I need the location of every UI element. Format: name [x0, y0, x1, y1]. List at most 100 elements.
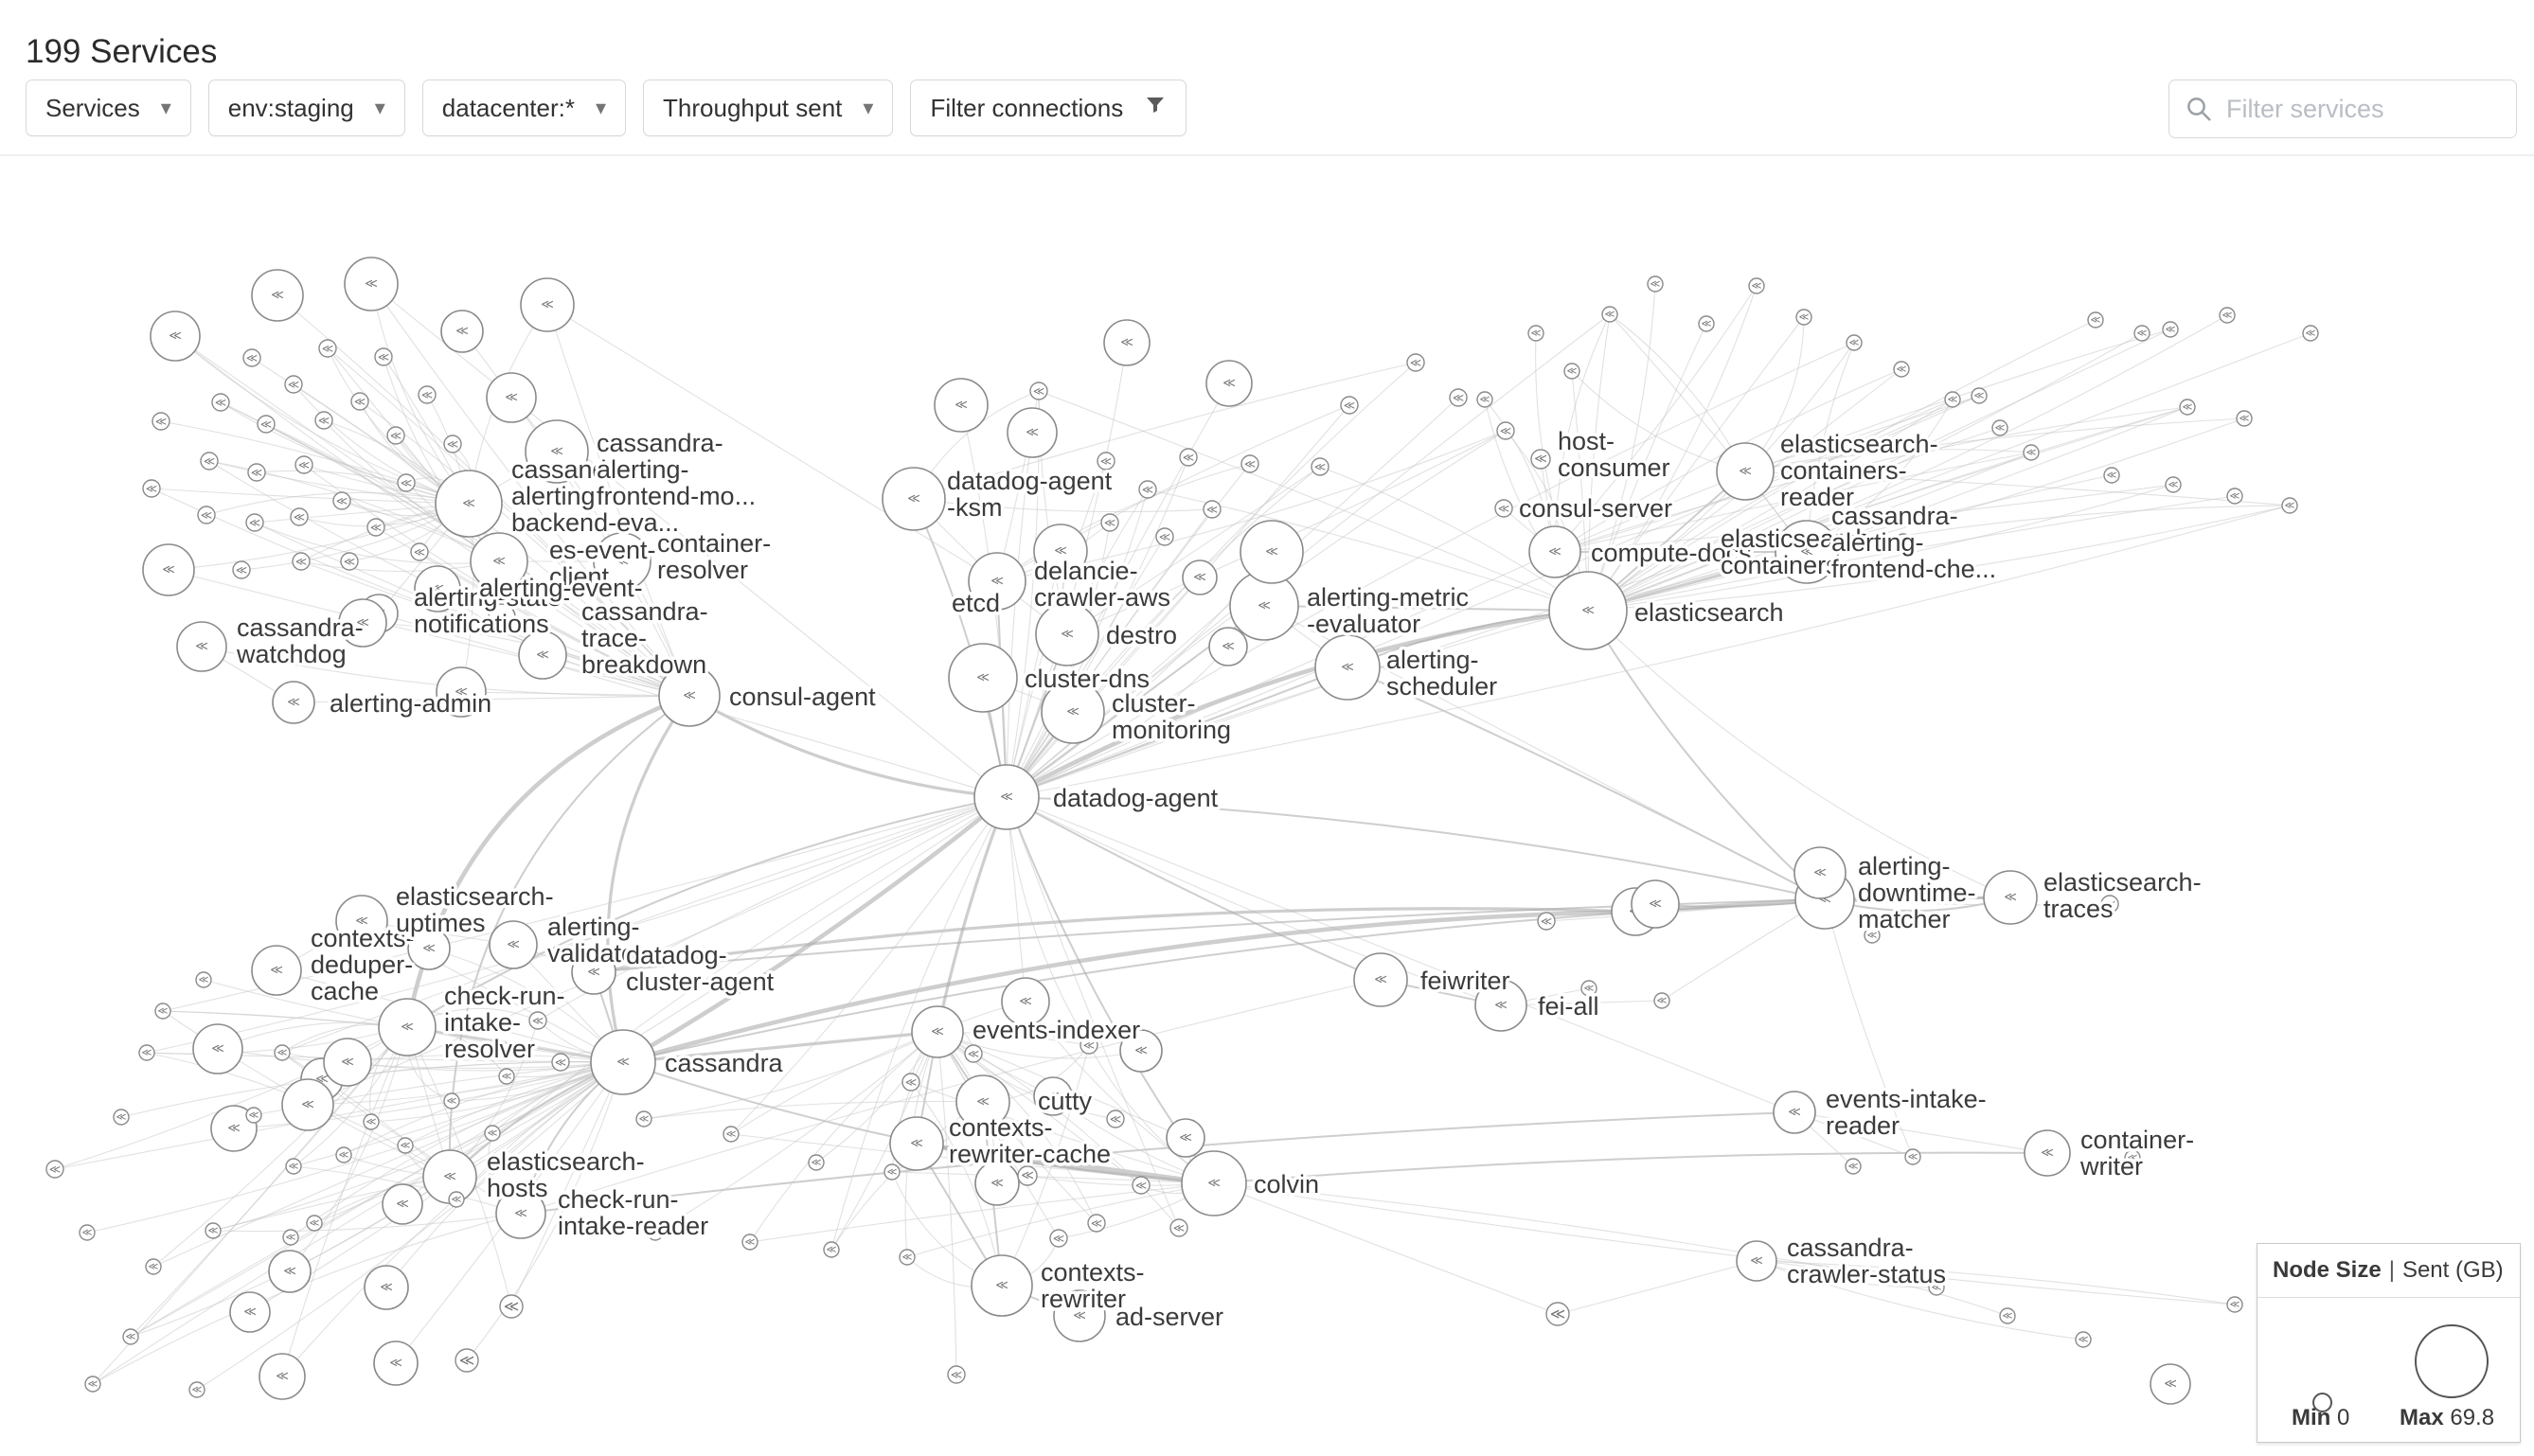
service-node[interactable]: [948, 643, 1018, 713]
service-node[interactable]: [1864, 927, 1881, 944]
service-node[interactable]: [1001, 977, 1050, 1026]
services-dropdown[interactable]: Services ▾: [26, 80, 191, 136]
service-node[interactable]: [318, 339, 337, 358]
service-node[interactable]: [973, 764, 1040, 830]
service-node[interactable]: [340, 552, 359, 571]
service-node[interactable]: [338, 598, 387, 648]
service-node[interactable]: [84, 1376, 101, 1393]
service-node[interactable]: [113, 1109, 130, 1126]
service-node[interactable]: [1449, 388, 1468, 407]
service-node[interactable]: [525, 419, 589, 484]
service-node[interactable]: [486, 372, 537, 423]
service-node[interactable]: [1311, 457, 1329, 476]
service-node[interactable]: [964, 1044, 983, 1063]
service-node[interactable]: [211, 393, 230, 412]
service-node[interactable]: [205, 1222, 222, 1239]
service-node[interactable]: [154, 1003, 171, 1020]
service-node[interactable]: [79, 1224, 96, 1241]
service-node[interactable]: [1169, 1218, 1188, 1237]
service-node[interactable]: [658, 665, 721, 727]
service-node[interactable]: [1240, 520, 1304, 584]
service-node[interactable]: [1580, 980, 1597, 997]
service-node[interactable]: [2024, 1129, 2071, 1177]
service-node[interactable]: [1548, 571, 1628, 650]
service-node[interactable]: [1103, 319, 1151, 366]
service-node[interactable]: [593, 532, 651, 591]
service-node[interactable]: [1601, 306, 1618, 323]
service-node[interactable]: [386, 426, 405, 445]
service-node[interactable]: [397, 473, 416, 492]
service-node[interactable]: [1406, 353, 1425, 372]
service-node[interactable]: [1716, 442, 1775, 501]
service-node[interactable]: [1545, 1302, 1570, 1326]
service-node[interactable]: [2023, 444, 2040, 461]
service-node[interactable]: [1845, 1158, 1862, 1175]
service-node[interactable]: [1041, 680, 1105, 744]
service-node[interactable]: [268, 1250, 312, 1293]
service-node[interactable]: [1053, 1289, 1106, 1342]
service-node[interactable]: [1537, 912, 1556, 931]
service-node[interactable]: [2226, 488, 2243, 505]
service-node[interactable]: [498, 1068, 515, 1085]
service-node[interactable]: [518, 630, 567, 680]
service-node[interactable]: [1528, 525, 1581, 578]
metric-dropdown[interactable]: Throughput sent ▾: [643, 80, 894, 136]
service-node[interactable]: [1132, 1176, 1151, 1195]
service-node[interactable]: [2124, 1149, 2141, 1166]
service-node[interactable]: [1182, 559, 1218, 595]
service-node[interactable]: [407, 927, 451, 970]
service-node[interactable]: [1181, 1150, 1247, 1216]
service-node[interactable]: [1653, 992, 1670, 1009]
service-node[interactable]: [1097, 452, 1115, 471]
service-node[interactable]: [366, 518, 385, 537]
service-node[interactable]: [955, 1074, 1010, 1129]
service-node[interactable]: [1087, 1214, 1106, 1233]
service-node[interactable]: [1100, 513, 1119, 532]
service-node[interactable]: [410, 542, 429, 561]
service-node[interactable]: [373, 1341, 419, 1386]
service-node[interactable]: [590, 1029, 656, 1095]
service-node[interactable]: [1179, 448, 1198, 467]
service-node[interactable]: [2281, 497, 2298, 514]
service-node[interactable]: [947, 1365, 966, 1384]
service-node[interactable]: [1631, 879, 1680, 929]
service-node[interactable]: [247, 463, 266, 482]
service-node[interactable]: [2075, 1331, 2092, 1348]
service-node[interactable]: [1119, 1029, 1163, 1073]
service-node[interactable]: [883, 1163, 901, 1181]
service-node[interactable]: [1080, 1036, 1098, 1055]
service-node[interactable]: [344, 257, 399, 311]
service-node[interactable]: [499, 1294, 524, 1319]
service-node[interactable]: [2236, 410, 2253, 427]
service-node[interactable]: [364, 1265, 409, 1310]
service-node[interactable]: [122, 1328, 139, 1345]
service-node[interactable]: [436, 666, 487, 718]
service-node[interactable]: [647, 1224, 664, 1241]
service-node[interactable]: [200, 452, 219, 471]
service-node[interactable]: [2150, 1363, 2191, 1405]
service-node[interactable]: [306, 1215, 323, 1232]
service-node[interactable]: [2133, 325, 2150, 342]
service-node[interactable]: [397, 1137, 414, 1154]
service-node[interactable]: [1846, 334, 1863, 351]
service-node[interactable]: [294, 455, 313, 474]
env-filter-dropdown[interactable]: env:staging ▾: [207, 80, 405, 136]
service-node[interactable]: [188, 1381, 205, 1398]
service-node[interactable]: [443, 1092, 460, 1110]
service-node[interactable]: [551, 1053, 570, 1072]
service-node[interactable]: [2103, 467, 2120, 484]
service-node[interactable]: [1476, 391, 1493, 408]
service-node[interactable]: [484, 1125, 501, 1142]
service-node[interactable]: [284, 375, 303, 394]
service-node[interactable]: [2226, 1296, 2243, 1313]
service-node[interactable]: [335, 895, 388, 948]
service-node[interactable]: [259, 1353, 306, 1400]
service-node[interactable]: [245, 1107, 262, 1124]
service-node[interactable]: [1106, 1110, 1125, 1128]
service-node[interactable]: [488, 603, 516, 631]
service-node[interactable]: [382, 1183, 423, 1225]
service-node[interactable]: [1773, 1091, 1816, 1134]
service-node[interactable]: [197, 506, 216, 524]
service-node[interactable]: [1017, 1165, 1038, 1186]
